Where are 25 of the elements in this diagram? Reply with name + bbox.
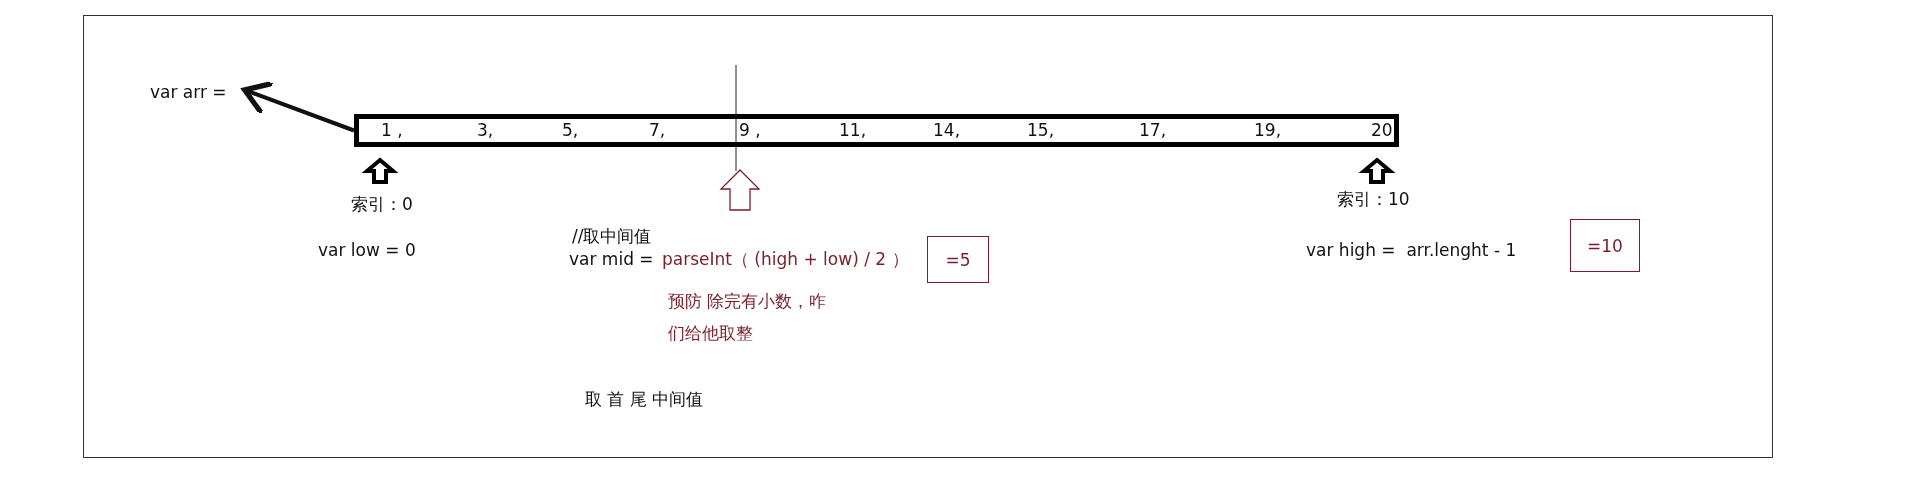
array-value: 17, (1139, 120, 1167, 141)
index-label: 索引：0 (351, 194, 413, 215)
array-value: 7, (649, 120, 666, 141)
variable-label: var arr = (150, 82, 227, 103)
result-box: =5 (927, 236, 989, 283)
arrow (242, 80, 355, 133)
array-value: 11, (839, 120, 867, 141)
array-value: 20 (1371, 120, 1393, 141)
array-value: 19, (1254, 120, 1282, 141)
array-box (354, 114, 1399, 147)
index-label: 索引：10 (1337, 189, 1410, 210)
array-value: 1 , (381, 120, 403, 141)
code-text: var high = arr.lenght - 1 (1306, 240, 1517, 261)
array-value: 15, (1027, 120, 1055, 141)
array-value: 5, (562, 120, 579, 141)
comment-text: //取中间值 (572, 226, 652, 247)
code-text: var mid = (569, 249, 654, 270)
code-text: var low = 0 (318, 240, 416, 261)
note-text: 预防 除完有小数，咋们给他取整 (668, 290, 828, 345)
array-value: 9 , (739, 120, 761, 141)
note-text: 取 首 尾 中间值 (585, 389, 704, 410)
array-value: 3, (477, 120, 494, 141)
result-box: =10 (1570, 219, 1640, 272)
array-value: 14, (933, 120, 961, 141)
code-text: parseInt（ (high + low) / 2 ） (662, 249, 909, 270)
